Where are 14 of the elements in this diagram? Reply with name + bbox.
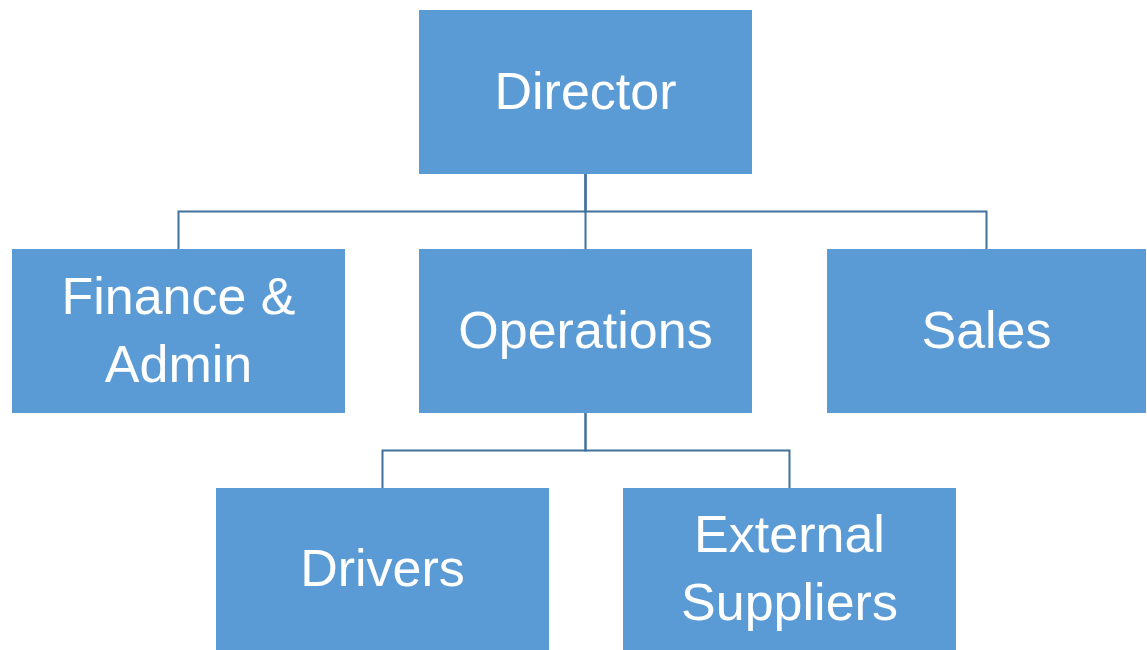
box-label: Finance & Admin (60, 266, 297, 395)
box-label: Director (494, 61, 677, 123)
box-label: Operations (458, 300, 713, 362)
org-box (12, 249, 345, 413)
box-label: Sales (921, 300, 1052, 362)
org-box (827, 249, 1146, 413)
box-label: External Suppliers (680, 504, 899, 633)
connector-line (584, 173, 988, 250)
org-box (419, 10, 752, 174)
org-box (216, 488, 549, 650)
org-box (623, 488, 956, 650)
connector-line (584, 412, 791, 489)
org-box (419, 249, 752, 413)
box-label: Drivers (300, 538, 465, 600)
